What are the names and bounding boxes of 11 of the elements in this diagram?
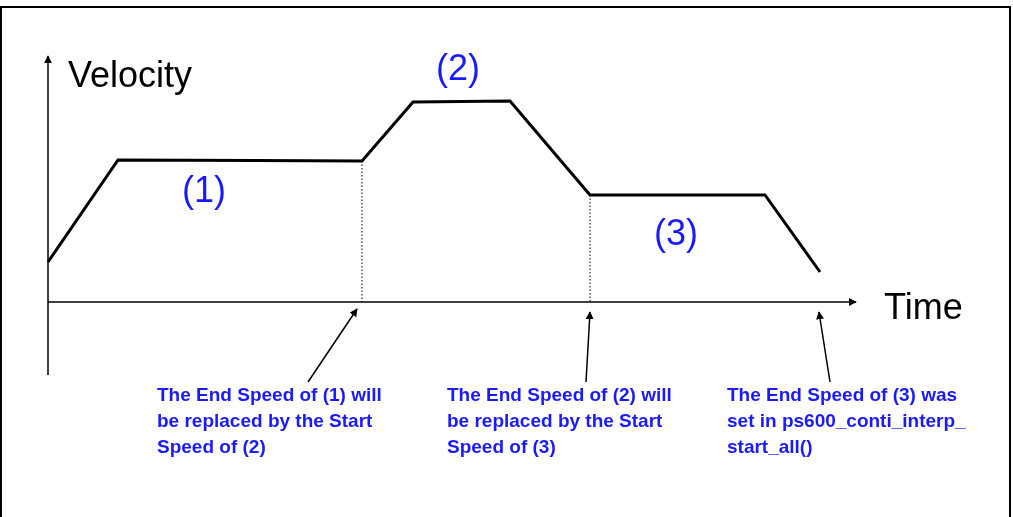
segment-number: (3) <box>654 213 698 253</box>
axis-label: Velocity <box>68 55 193 95</box>
leader-arrow <box>307 308 358 383</box>
leader-arrow <box>816 311 831 383</box>
segment-number: (2) <box>436 48 480 88</box>
axis-label: Time <box>884 287 963 327</box>
callout-text: The End Speed of (1) will be replaced by the Start Speed of (2) <box>157 382 397 460</box>
segment-number: (1) <box>182 170 226 210</box>
leader-arrow <box>585 311 594 383</box>
callout-text: The End Speed of (3) was set in ps600_conti_interp_ start_all() <box>727 382 977 460</box>
callout-text: The End Speed of (2) will be replaced by the Start Speed of (3) <box>447 382 687 460</box>
